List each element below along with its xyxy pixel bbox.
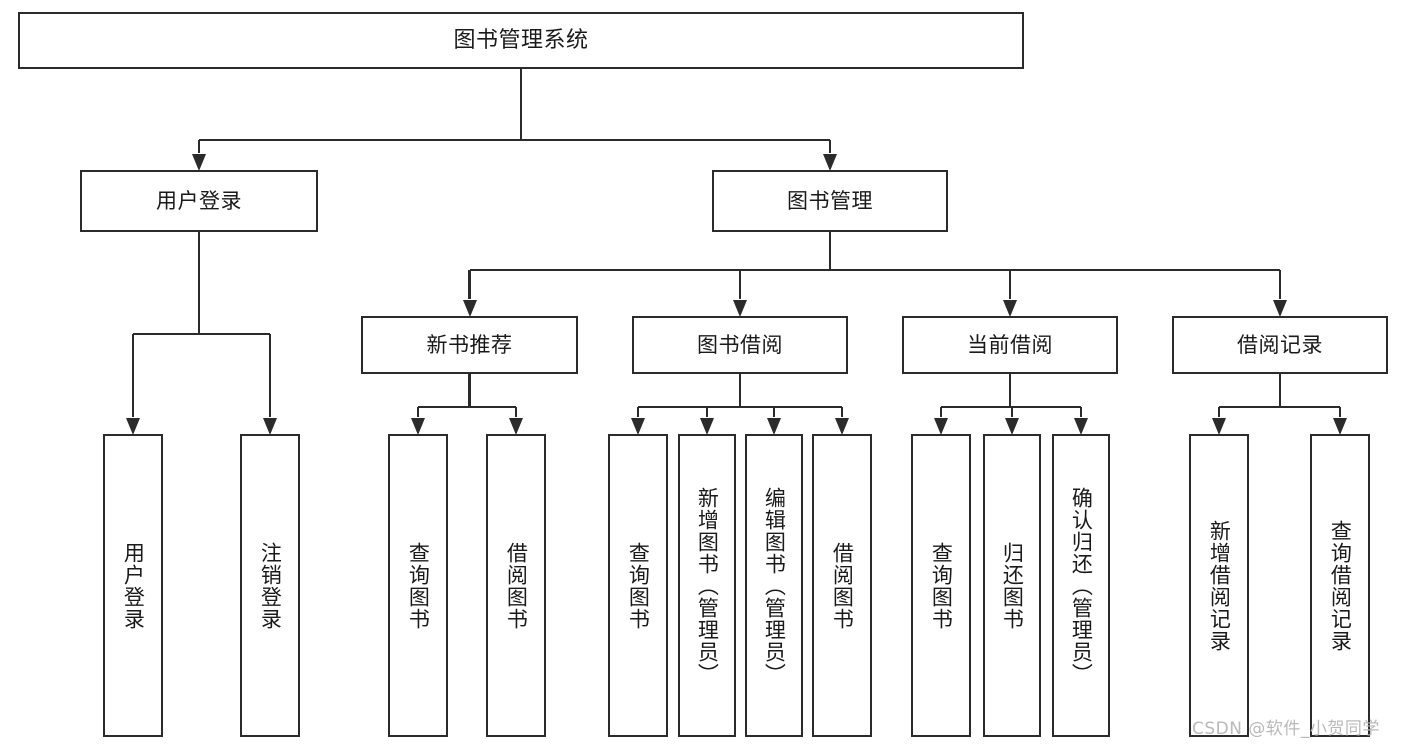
arrowhead-icon [767, 418, 781, 435]
leaf-node[interactable]: 查询借阅记录 [1310, 434, 1370, 737]
leaf-node[interactable]: 借阅图书 [486, 434, 546, 737]
node-user-login-label: 用户登录 [156, 188, 242, 213]
arrowhead-icon [823, 154, 837, 171]
connector-horizontal [199, 138, 830, 142]
connector-vertical [705, 407, 709, 417]
node-new-book-recommend-label: 新书推荐 [426, 332, 513, 357]
leaf-node-label: 归还图书 [1000, 541, 1025, 630]
node-new-book-recommend[interactable]: 新书推荐 [361, 316, 578, 374]
leaf-node-label: 新增借阅记录 [1207, 519, 1232, 652]
connector-vertical [1217, 407, 1221, 417]
connector-vertical [416, 407, 420, 417]
leaf-node[interactable]: 注销登录 [240, 434, 300, 737]
connector-vertical [738, 270, 742, 299]
arrowhead-icon [411, 418, 425, 435]
connector-vertical [939, 407, 943, 417]
arrowhead-icon [1003, 300, 1017, 317]
connector-horizontal [133, 332, 270, 336]
arrowhead-icon [1074, 418, 1088, 435]
node-book-borrow-label: 图书借阅 [697, 332, 783, 357]
leaf-node-label: 新增图书（管理员） [695, 486, 720, 685]
leaf-node-label: 注销登录 [258, 541, 283, 630]
connector-vertical [1278, 270, 1282, 299]
leaf-node-label: 用户登录 [121, 541, 146, 630]
arrowhead-icon [934, 418, 948, 435]
leaf-node[interactable]: 新增图书（管理员） [678, 434, 736, 737]
connector-vertical [738, 374, 742, 407]
arrowhead-icon [126, 418, 140, 435]
connector-vertical [636, 407, 640, 417]
leaf-node[interactable]: 查询图书 [608, 434, 668, 737]
arrowhead-icon [1005, 418, 1019, 435]
connector-vertical [1010, 407, 1014, 417]
leaf-node[interactable]: 编辑图书（管理员） [745, 434, 803, 737]
leaf-node[interactable]: 查询图书 [388, 434, 448, 737]
leaf-node[interactable]: 确认归还（管理员） [1052, 434, 1110, 737]
arrowhead-icon [462, 300, 477, 317]
connector-vertical [131, 334, 135, 417]
connector-horizontal [469, 268, 1280, 272]
leaf-node-label: 查询图书 [626, 541, 651, 630]
leaf-node-label: 查询图书 [929, 541, 954, 630]
connector-vertical [514, 407, 518, 417]
connector-vertical [1008, 270, 1012, 299]
connector-vertical [1079, 407, 1083, 417]
leaf-node[interactable]: 用户登录 [103, 434, 163, 737]
connector-vertical [772, 407, 776, 417]
node-current-borrow[interactable]: 当前借阅 [902, 316, 1118, 374]
node-current-borrow-label: 当前借阅 [967, 332, 1053, 357]
arrowhead-icon [700, 418, 714, 435]
node-book-management-label: 图书管理 [787, 188, 873, 213]
connector-vertical [197, 140, 201, 153]
arrowhead-icon [733, 300, 747, 317]
leaf-node-label: 编辑图书（管理员） [762, 486, 787, 685]
node-user-login[interactable]: 用户登录 [80, 170, 318, 232]
arrowhead-icon [1212, 418, 1226, 435]
connector-horizontal [1219, 405, 1340, 409]
leaf-node-label: 查询借阅记录 [1328, 519, 1353, 652]
leaf-node[interactable]: 查询图书 [911, 434, 971, 737]
node-borrow-record-label: 借阅记录 [1237, 332, 1323, 357]
leaf-node[interactable]: 借阅图书 [812, 434, 872, 737]
connector-vertical [1008, 374, 1012, 407]
node-root[interactable]: 图书管理系统 [18, 12, 1024, 69]
arrowhead-icon [1333, 418, 1347, 435]
arrowhead-icon [1273, 300, 1287, 317]
leaf-node-label: 借阅图书 [830, 541, 855, 630]
leaf-node[interactable]: 新增借阅记录 [1189, 434, 1249, 737]
node-borrow-record[interactable]: 借阅记录 [1172, 316, 1388, 374]
arrowhead-icon [263, 418, 277, 435]
connector-horizontal [418, 405, 516, 409]
connector-vertical [828, 140, 832, 153]
arrowhead-icon [631, 418, 645, 435]
connector-vertical [519, 69, 523, 140]
watermark: CSDN @软件_小贺同学 [1192, 719, 1380, 739]
connector-vertical [1278, 374, 1282, 407]
connector-vertical [268, 334, 272, 417]
connector-vertical [828, 232, 832, 270]
node-root-label: 图书管理系统 [453, 27, 589, 53]
leaf-node-label: 借阅图书 [504, 541, 529, 630]
node-book-management[interactable]: 图书管理 [712, 170, 948, 232]
connector-vertical [197, 232, 201, 334]
connector-vertical [840, 407, 844, 417]
connector-vertical [1338, 407, 1342, 417]
arrowhead-icon [509, 418, 523, 435]
leaf-node-label: 确认归还（管理员） [1069, 486, 1094, 685]
node-book-borrow[interactable]: 图书借阅 [632, 316, 848, 374]
connector-vertical [468, 270, 471, 299]
connector-vertical [468, 374, 471, 407]
connector-horizontal [638, 405, 842, 409]
arrowhead-icon [835, 418, 849, 435]
arrowhead-icon [192, 154, 206, 171]
leaf-node-label: 查询图书 [406, 541, 431, 630]
leaf-node[interactable]: 归还图书 [983, 434, 1041, 737]
